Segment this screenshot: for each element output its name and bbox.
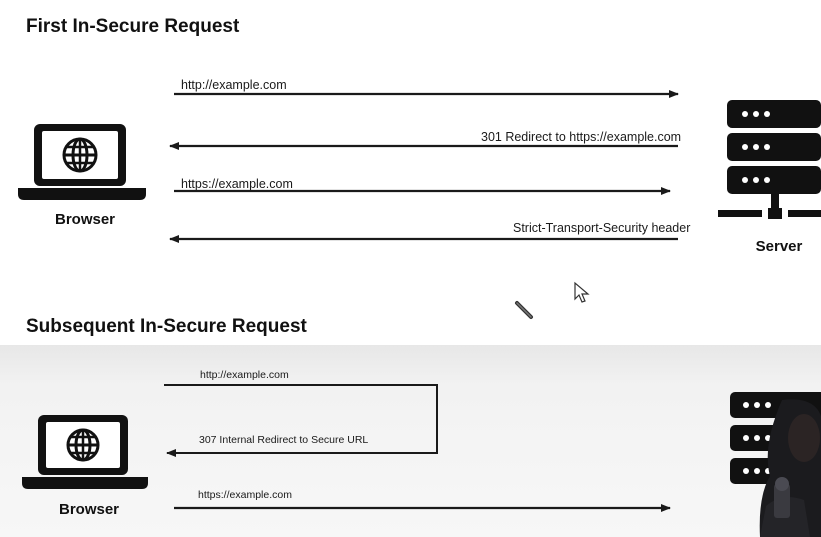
browser-label: Browser — [58, 501, 120, 518]
pen-cursor-icon — [514, 300, 536, 322]
message-307-internal-redirect: 307 Internal Redirect to Secure URL — [199, 434, 369, 446]
server-label: Server — [755, 238, 803, 255]
browser-label: Browser — [54, 211, 116, 228]
arrow-internal-redirect-loop — [164, 384, 438, 457]
message-301-redirect: 301 Redirect to https://example.com — [481, 130, 682, 144]
message-https-request: https://example.com — [181, 177, 293, 191]
browser-laptop-icon — [16, 122, 148, 204]
message-hsts-header: Strict-Transport-Security header — [513, 221, 691, 235]
mouse-pointer-icon — [573, 281, 591, 304]
section-title-subsequent: Subsequent In-Secure Request — [26, 316, 307, 337]
presenter-webcam-overlay — [752, 396, 821, 537]
message-https-request: https://example.com — [198, 489, 292, 501]
section-title-first: First In-Secure Request — [26, 16, 240, 37]
message-http-request: http://example.com — [181, 78, 287, 92]
server-rack-icon — [716, 98, 821, 228]
browser-laptop-icon — [20, 413, 150, 493]
subsequent-request-panel — [0, 345, 821, 537]
message-http-request: http://example.com — [200, 369, 289, 381]
